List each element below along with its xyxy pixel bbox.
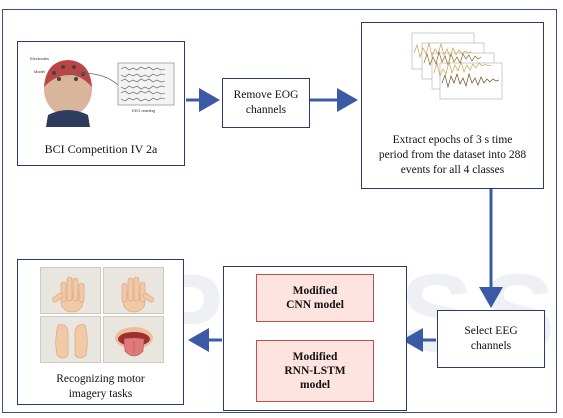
select-eeg-box: Select EEG channels [437,310,545,368]
right-hand-icon [121,276,154,313]
select-eeg-label: Select EEG channels [464,325,518,352]
remove-eog-box: Remove EOG channels [222,78,310,128]
photo-label-model: Model [34,69,45,74]
models-box: Modified CNN model Modified RNN-LSTM mod… [223,266,407,411]
dataset-box: Electrodes Model EEG reading BCI Competi… [17,41,185,166]
extract-epochs-label: Extract epochs of 3 s time period from t… [378,134,527,176]
output-label: Recognizing motor imagery tasks [56,373,145,400]
photo-label-reading: EEG reading [132,108,155,113]
feet-tile [40,316,101,363]
cnn-model-box: Modified CNN model [256,274,374,322]
left-hand-icon [52,276,85,313]
motor-imagery-tiles [40,267,164,363]
output-box: Recognizing motor imagery tasks [17,259,184,405]
tongue-icon [115,327,153,357]
tongue-tile [103,316,164,363]
dataset-label: BCI Competition IV 2a [44,142,158,156]
photo-label-electrodes: Electrodes [30,56,49,61]
left-hand-tile [40,267,101,314]
rnn-lstm-model-box: Modified RNN-LSTM model [256,340,374,402]
remove-eog-label: Remove EOG channels [233,89,299,116]
feet-icon [55,324,88,359]
eeg-cap-illustration: Electrodes Model EEG reading [30,49,176,127]
diagram-frame [2,9,557,413]
extract-epochs-box: Extract epochs of 3 s time period from t… [361,22,544,189]
right-hand-tile [103,267,164,314]
eeg-epochs-plot [410,31,505,106]
